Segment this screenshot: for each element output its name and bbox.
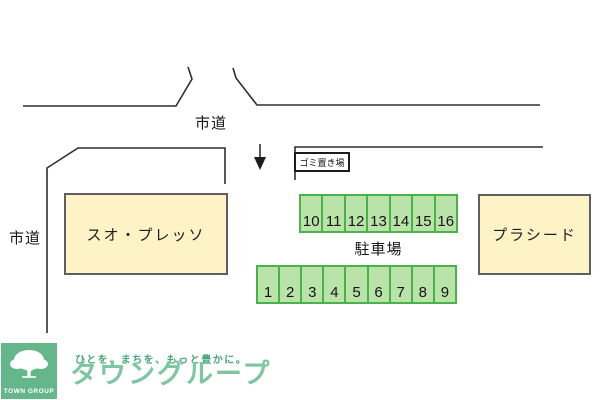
parking-space: 7 (391, 267, 413, 302)
parking-space: 3 (302, 267, 325, 302)
parking-space: 8 (413, 267, 435, 302)
parking-space: 2 (280, 267, 303, 302)
road-label-left: 市道 (9, 230, 42, 247)
parking-space: 5 (346, 267, 369, 302)
parking-space: 13 (368, 196, 391, 231)
garbage-area-box: ゴミ置き場 (294, 152, 350, 172)
parking-space: 14 (391, 196, 414, 231)
parking-space: 1 (258, 267, 281, 302)
entrance-arrow-icon (254, 144, 266, 170)
parking-space: 9 (440, 284, 450, 301)
road-edge-top-right (232, 67, 540, 106)
road-label-top: 市道 (195, 115, 228, 132)
brand-name: タウングループ (70, 359, 272, 389)
parking-space: 15 (413, 196, 436, 231)
parking-space: 10 (301, 196, 324, 231)
parking-space: 16 (437, 213, 455, 230)
building-placido: プラシード (478, 194, 591, 275)
parking-space: 12 (346, 196, 369, 231)
parking-space: 6 (369, 267, 391, 302)
parking-space: 4 (324, 267, 347, 302)
parking-space: 11 (323, 196, 346, 231)
parking-lot-label: 駐車場 (354, 241, 403, 258)
road-edge-top-left (23, 66, 193, 107)
building-suo-presso: スオ・プレッソ (64, 193, 228, 275)
brand-tagline: ひとを、まちを、もっと豊かに。 (75, 355, 248, 366)
town-group-logo-text: TOWN GROUP (3, 388, 55, 395)
property-boundary-left (46, 147, 226, 333)
tree-icon (10, 350, 48, 378)
town-group-logo: TOWN GROUP (1, 343, 57, 399)
